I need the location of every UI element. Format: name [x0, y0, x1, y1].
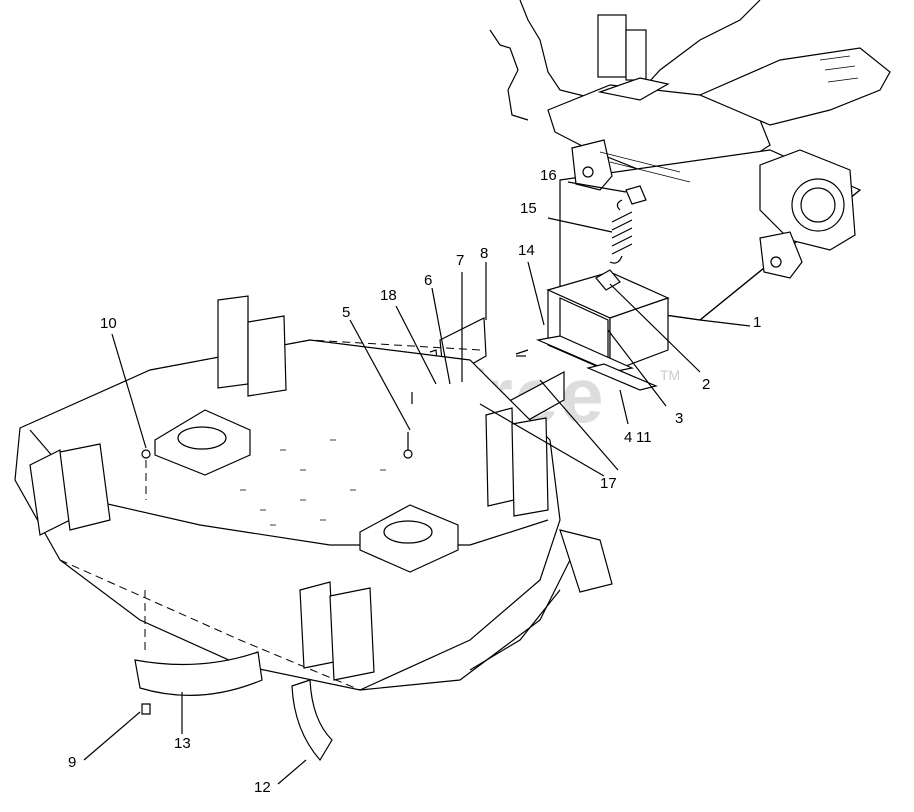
- callout-4: 4: [624, 429, 632, 446]
- callout-3: 3: [675, 410, 683, 427]
- mower-deck: [14, 295, 613, 691]
- callout-2: 2: [702, 376, 710, 393]
- callout-5: 5: [342, 304, 350, 321]
- spring-assembly: [609, 185, 647, 264]
- callout-18: 18: [380, 287, 397, 304]
- callout-labels: 1 2 3 4 5 6 7 8 9 10 11 12 13 14 15 16 1…: [68, 167, 761, 796]
- callout-7: 7: [456, 252, 464, 269]
- front-skirt: [134, 590, 333, 762]
- leader-lines: [83, 181, 751, 785]
- callout-11: 11: [636, 429, 652, 446]
- callout-10: 10: [100, 315, 117, 332]
- callout-8: 8: [480, 245, 488, 262]
- callout-1: 1: [753, 314, 761, 331]
- tractor-frame: [489, 0, 891, 321]
- callout-15: 15: [520, 200, 537, 217]
- callout-9: 9: [68, 754, 76, 771]
- callout-16: 16: [540, 167, 557, 184]
- support-bracket-box: [535, 269, 670, 391]
- callout-13: 13: [174, 735, 191, 752]
- callout-14: 14: [518, 242, 535, 259]
- watermark-trademark: TM: [660, 367, 680, 383]
- hardware-fasteners: [141, 355, 526, 715]
- callout-17: 17: [600, 475, 617, 492]
- callout-6: 6: [424, 272, 432, 289]
- callout-12: 12: [254, 779, 271, 796]
